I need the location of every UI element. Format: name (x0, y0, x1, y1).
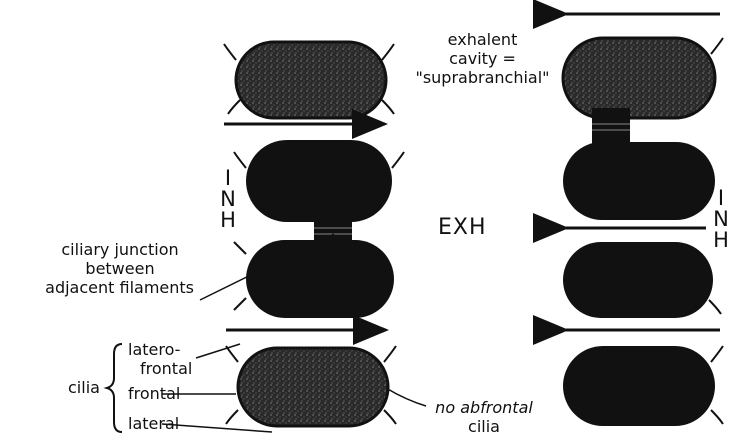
ciliary-junction-label: ciliary junction between adjacent filame… (46, 240, 194, 297)
left-filament-1 (224, 42, 394, 118)
cilia-label: cilia (68, 378, 100, 397)
exhalent-line2: cavity = (400, 49, 565, 68)
junction-line1: ciliary junction (46, 240, 194, 259)
junction-line2: between (46, 259, 194, 278)
lateral-label: lateral (128, 414, 179, 433)
frontal-label: frontal (128, 384, 180, 403)
exhalent-line1: exhalent (400, 30, 565, 49)
left-filament-2 (234, 140, 404, 222)
leader-no-abfrontal (386, 388, 426, 406)
laterofrontal-line2: frontal (128, 359, 192, 378)
no-abfrontal-label: no abfrontal cilia (424, 398, 544, 436)
exh-label: EXH (438, 218, 487, 237)
right-filament-2 (563, 142, 715, 220)
right-filament-1 (563, 38, 723, 118)
exhalent-line3: "suprabranchial" (400, 68, 565, 87)
laterofrontal-line1: latero- (128, 340, 192, 359)
left-filament-4 (226, 346, 396, 426)
no-abfrontal-line2: cilia (424, 417, 544, 436)
cilia-brace (107, 344, 122, 432)
left-filament-3 (234, 240, 394, 318)
no-abfrontal-line1: no abfrontal (424, 398, 544, 417)
right-filament-4 (563, 346, 723, 426)
laterofrontal-label: latero- frontal (128, 340, 192, 378)
right-filament-3 (563, 242, 721, 318)
exhalent-cavity-label: exhalent cavity = "suprabranchial" (400, 30, 565, 87)
junction-line3: adjacent filaments (36, 278, 194, 297)
